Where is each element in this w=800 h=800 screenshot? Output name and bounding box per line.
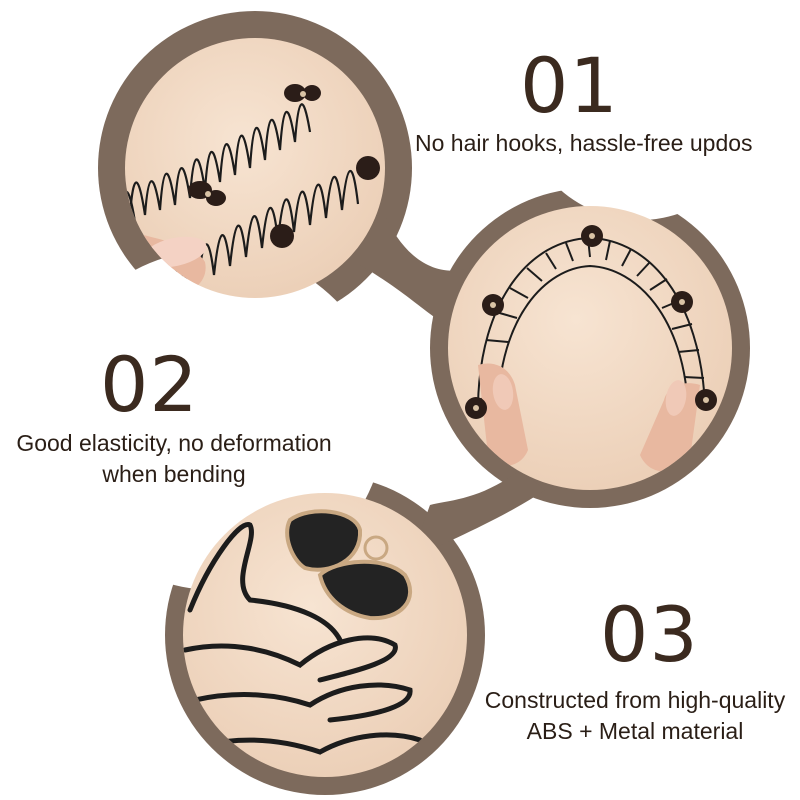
feature-2-caption-line-2: when bending <box>102 461 246 487</box>
feature-1-caption: No hair hooks, hassle-free updos <box>415 128 753 159</box>
feature-3-caption-line-2: ABS + Metal material <box>526 718 744 744</box>
feature-1-caption-line-1: No hair hooks, hassle-free updos <box>415 130 753 156</box>
feature-2-number: 02 <box>100 340 199 429</box>
photo-circle-3 <box>183 493 467 777</box>
feature-2-caption: Good elasticity, no deformation when ben… <box>9 428 339 490</box>
feature-3-number: 03 <box>600 590 699 679</box>
feature-3-caption-line-1: Constructed from high-quality <box>484 687 786 713</box>
feature-3-caption: Constructed from high-quality ABS + Meta… <box>480 685 790 747</box>
photo-circle-2 <box>448 206 732 490</box>
feature-2-caption-line-1: Good elasticity, no deformation <box>16 430 332 456</box>
feature-1-number: 01 <box>520 41 619 130</box>
